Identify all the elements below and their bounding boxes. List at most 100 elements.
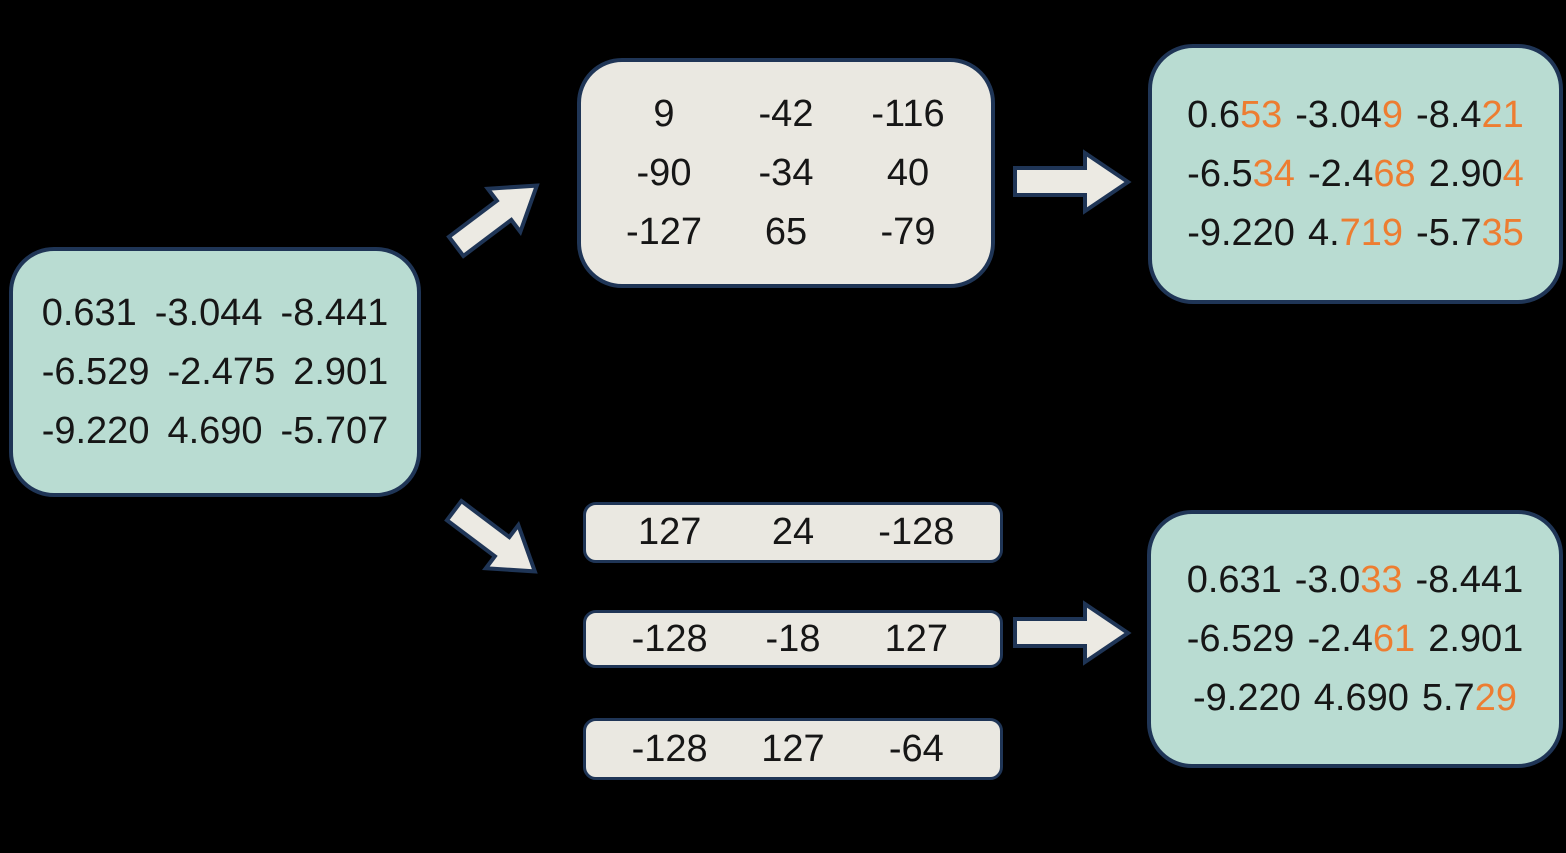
per-row-quantized-row-3: -128 127 -64 bbox=[583, 718, 1003, 780]
per-tensor-quantized-box: 9 -42 -116 -90 -34 40 -127 65 -79 bbox=[577, 58, 995, 288]
value-error-digits: 34 bbox=[1252, 152, 1295, 195]
matrix-cell: 127 bbox=[637, 511, 702, 553]
matrix-cell: -2.475 bbox=[167, 350, 276, 393]
matrix-cell: -6.529 bbox=[41, 350, 150, 393]
value-exact: 0.6 bbox=[1187, 93, 1240, 136]
value-error-digits: 29 bbox=[1474, 676, 1517, 719]
matrix-cell: -3.049 bbox=[1295, 86, 1403, 145]
matrix-cell: -127 bbox=[625, 210, 703, 253]
matrix-row: -9.220 4.719 -5.735 bbox=[1152, 204, 1559, 263]
dequantize-per-row-arrow-right-icon bbox=[1013, 600, 1132, 666]
matrix-cell: -64 bbox=[888, 727, 944, 770]
value-exact: -3.0 bbox=[1294, 558, 1361, 601]
matrix-cell: 0.631 bbox=[41, 291, 137, 334]
per-row-dequantized-box: 0.631 -3.033 -8.441 -6.529 -2.461 2.901 … bbox=[1147, 510, 1563, 768]
matrix-cell: 5.729 bbox=[1422, 669, 1517, 728]
matrix-cell: -9.220 bbox=[1193, 669, 1301, 728]
matrix-cell: -9.220 bbox=[41, 409, 150, 452]
value-exact: -5.7 bbox=[1416, 211, 1482, 254]
value-exact: -9.220 bbox=[1193, 676, 1301, 719]
matrix-row: -127 65 -79 bbox=[581, 203, 991, 262]
matrix-cell: -128 bbox=[631, 617, 708, 660]
value-exact: -6.5 bbox=[1187, 152, 1253, 195]
matrix-cell: -8.421 bbox=[1416, 86, 1524, 145]
value-exact: 2.901 bbox=[1428, 617, 1524, 660]
value-error-digits: 68 bbox=[1373, 152, 1416, 195]
matrix-row: -128 127 -64 bbox=[586, 720, 1000, 779]
matrix-cell: 2.901 bbox=[293, 350, 389, 393]
matrix-cell: 0.653 bbox=[1187, 86, 1282, 145]
value-exact: 5.7 bbox=[1421, 676, 1475, 719]
matrix-cell: 4.719 bbox=[1308, 204, 1403, 263]
matrix-cell: -42 bbox=[758, 92, 814, 135]
matrix-cell: -2.468 bbox=[1308, 145, 1416, 204]
per-row-quantized-row-1: 127 24 -128 bbox=[583, 502, 1003, 563]
matrix-cell: -34 bbox=[758, 151, 814, 194]
matrix-cell: 4.690 bbox=[1314, 669, 1409, 728]
value-exact: -8.4 bbox=[1416, 93, 1482, 136]
matrix-cell: -8.441 bbox=[1416, 551, 1524, 610]
matrix-row: -9.220 4.690 5.729 bbox=[1151, 669, 1559, 728]
matrix-row: 127 24 -128 bbox=[586, 503, 1000, 562]
matrix-cell: -8.441 bbox=[280, 291, 389, 334]
value-exact: -6.529 bbox=[1186, 617, 1295, 660]
matrix-row: -6.529 -2.461 2.901 bbox=[1151, 610, 1559, 669]
matrix-row: 0.631 -3.033 -8.441 bbox=[1151, 551, 1559, 610]
matrix-cell: -6.529 bbox=[1187, 610, 1295, 669]
matrix-cell: -128 bbox=[631, 727, 708, 770]
matrix-cell: 65 bbox=[764, 210, 808, 253]
value-exact: -2.4 bbox=[1307, 152, 1374, 195]
matrix-cell: 24 bbox=[771, 511, 815, 553]
value-error-digits: 9 bbox=[1381, 93, 1404, 136]
matrix-row: -6.534 -2.468 2.904 bbox=[1152, 145, 1559, 204]
fp32-matrix-box: 0.631 -3.044 -8.441 -6.529 -2.475 2.901 … bbox=[9, 247, 421, 497]
matrix-cell: 0.631 bbox=[1187, 551, 1282, 610]
value-exact: 2.90 bbox=[1428, 152, 1503, 195]
value-exact: 4.690 bbox=[1313, 676, 1409, 719]
matrix-cell: 2.901 bbox=[1428, 610, 1523, 669]
value-exact: 4. bbox=[1307, 211, 1340, 254]
matrix-row: 9 -42 -116 bbox=[581, 85, 991, 144]
matrix-row: -128 -18 127 bbox=[586, 610, 1000, 669]
value-exact: -8.441 bbox=[1415, 558, 1524, 601]
matrix-cell: -3.044 bbox=[154, 291, 263, 334]
value-error-digits: 35 bbox=[1481, 211, 1524, 254]
dequantize-per-tensor-arrow-right-icon bbox=[1013, 149, 1132, 215]
matrix-cell: -5.735 bbox=[1416, 204, 1524, 263]
value-error-digits: 21 bbox=[1481, 93, 1524, 136]
per-row-quantized-row-2: -128 -18 127 bbox=[583, 610, 1003, 668]
matrix-cell: 40 bbox=[886, 151, 930, 194]
matrix-cell: -3.033 bbox=[1295, 551, 1403, 610]
matrix-cell: 4.690 bbox=[167, 409, 263, 452]
matrix-row: -9.220 4.690 -5.707 bbox=[13, 402, 417, 461]
quantize-per-row-arrow-down-right-icon bbox=[444, 498, 538, 574]
matrix-cell: 2.904 bbox=[1429, 145, 1524, 204]
matrix-cell: 127 bbox=[884, 617, 949, 660]
value-error-digits: 33 bbox=[1360, 558, 1403, 601]
matrix-cell: -9.220 bbox=[1187, 204, 1295, 263]
value-exact: -2.4 bbox=[1307, 617, 1373, 660]
value-exact: -9.220 bbox=[1187, 211, 1295, 254]
per-tensor-dequantized-box: 0.653 -3.049 -8.421 -6.534 -2.468 2.904 … bbox=[1148, 44, 1563, 304]
value-error-digits: 61 bbox=[1372, 617, 1416, 660]
value-exact: 0.631 bbox=[1186, 558, 1282, 601]
matrix-row: -6.529 -2.475 2.901 bbox=[13, 343, 417, 402]
matrix-cell: -2.461 bbox=[1307, 610, 1415, 669]
quantize-per-tensor-arrow-up-right-icon bbox=[446, 183, 540, 259]
value-error-digits: 4 bbox=[1502, 152, 1524, 195]
matrix-cell: -5.707 bbox=[280, 409, 389, 452]
value-error-digits: 719 bbox=[1339, 211, 1404, 254]
matrix-cell: -18 bbox=[765, 617, 821, 660]
matrix-cell: 127 bbox=[761, 727, 825, 770]
matrix-cell: -79 bbox=[880, 210, 936, 253]
value-error-digits: 53 bbox=[1240, 93, 1283, 136]
matrix-row: 0.631 -3.044 -8.441 bbox=[13, 284, 417, 343]
matrix-cell: 9 bbox=[653, 92, 675, 135]
matrix-cell: -128 bbox=[878, 511, 955, 553]
matrix-cell: -6.534 bbox=[1187, 145, 1295, 204]
value-exact: -3.04 bbox=[1295, 93, 1382, 136]
matrix-cell: -116 bbox=[871, 92, 945, 135]
matrix-row: 0.653 -3.049 -8.421 bbox=[1152, 86, 1559, 145]
matrix-row: -90 -34 40 bbox=[581, 144, 991, 203]
